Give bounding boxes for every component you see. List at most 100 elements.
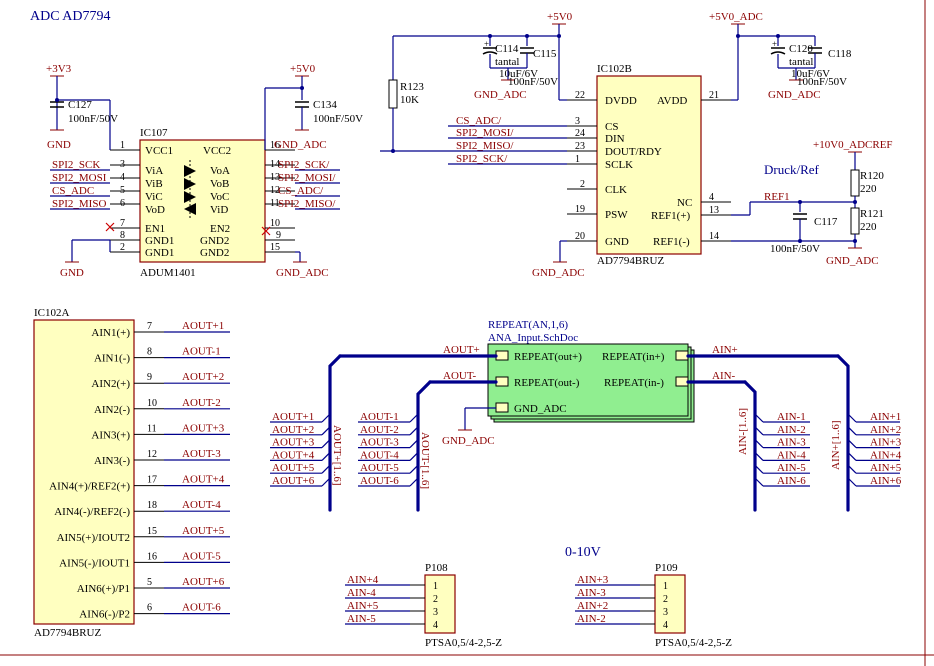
svg-text:+5V0: +5V0: [290, 63, 316, 75]
p108-net-label: AIN+4: [347, 574, 379, 586]
svg-text:ViD: ViD: [210, 204, 228, 216]
p108-net-label: AIN-5: [347, 613, 376, 625]
svg-text:SPI2_MISO/: SPI2_MISO/: [456, 140, 514, 152]
ic102a-pin-number: 18: [147, 500, 157, 511]
avdd-rail: +5V0_ADC + C120 tantal 10uF/6V C118 100n…: [709, 11, 852, 101]
svg-text:SCLK: SCLK: [605, 159, 633, 171]
ic102a-pin-name: AIN1(+): [91, 327, 130, 339]
svg-text:REF1(-): REF1(-): [653, 236, 690, 248]
svg-text:VoC: VoC: [210, 191, 229, 203]
svg-text:CS_ADC/: CS_ADC/: [456, 115, 502, 127]
svg-text:C118: C118: [828, 48, 852, 60]
bus-entry: [847, 426, 857, 436]
ic102a-net-label: AOUT+2: [182, 371, 224, 383]
svg-text:SPI2_MOSI/: SPI2_MOSI/: [278, 172, 336, 184]
bus-entry: [321, 477, 331, 487]
svg-text:AD7794BRUZ: AD7794BRUZ: [34, 627, 102, 639]
bus-entry: [754, 413, 764, 423]
svg-text:VCC2: VCC2: [203, 145, 231, 157]
p109-pin-number: 4: [663, 620, 668, 631]
bus-entry: [321, 439, 331, 449]
ic102a-net-label: AOUT+6: [182, 576, 225, 588]
svg-text:IC102A: IC102A: [34, 307, 70, 319]
svg-text:AD7794BRUZ: AD7794BRUZ: [597, 255, 665, 267]
p109-net-label: AIN-3: [577, 587, 606, 599]
druck-ref-label: Druck/Ref: [764, 162, 820, 177]
svg-text:C134: C134: [313, 99, 337, 111]
p109-pin-number: 3: [663, 607, 668, 618]
svg-text:5: 5: [120, 185, 125, 196]
ic107-left-nets: SPI2_SCK SPI2_MOSI CS_ADC SPI2_MISO: [50, 159, 110, 210]
svg-text:C117: C117: [814, 216, 838, 228]
bus-entry-label: AIN-6: [777, 475, 806, 487]
power-3v3: +3V3: [46, 63, 72, 75]
ic102a-pin-name: AIN4(-)/REF2(-): [54, 506, 130, 518]
r123: R123 10K: [388, 36, 424, 151]
sheet-title: ADC AD7794: [30, 9, 111, 24]
svg-text:C114: C114: [495, 43, 519, 55]
bus-entry-label: AIN+6: [870, 475, 902, 487]
svg-text:REPEAT(in+): REPEAT(in+): [602, 351, 665, 363]
bus-entry: [847, 451, 857, 461]
bus-entry-label: AOUT-3: [360, 437, 399, 449]
svg-text:100nF/50V: 100nF/50V: [68, 113, 118, 125]
svg-text:7: 7: [120, 218, 125, 229]
bus-entry-label: AIN-2: [777, 424, 806, 436]
svg-text:SPI2_SCK/: SPI2_SCK/: [278, 159, 330, 171]
bus-entry-label: AIN+4: [870, 449, 902, 461]
p109-pin-number: 1: [663, 581, 668, 592]
svg-text:P108: P108: [425, 562, 448, 574]
bus-entry: [409, 477, 419, 487]
svg-text:SPI2_MOSI/: SPI2_MOSI/: [456, 127, 514, 139]
isolation-arrows-icon: [184, 160, 196, 220]
bus-entry: [321, 464, 331, 474]
ic102a-pin-number: 17: [147, 475, 157, 486]
svg-text:SPI2_MOSI: SPI2_MOSI: [52, 172, 107, 184]
ic102a-pin-name: AIN3(+): [91, 429, 130, 441]
svg-text:C115: C115: [533, 48, 557, 60]
ic102a-pin-name: AIN2(-): [94, 404, 130, 416]
bus-entry: [754, 451, 764, 461]
svg-text:23: 23: [575, 141, 585, 152]
bus-entry-label: AIN-4: [777, 449, 806, 461]
svg-text:DOUT/RDY: DOUT/RDY: [605, 146, 662, 158]
bus-entry: [847, 477, 857, 487]
ic102a-pin-number: 11: [147, 423, 157, 434]
svg-text:SPI2_SCK/: SPI2_SCK/: [456, 153, 508, 165]
bus-entry: [409, 439, 419, 449]
bus-entry: [754, 477, 764, 487]
svg-text:GND_ADC: GND_ADC: [532, 267, 585, 279]
ic102a-pin-number: 16: [147, 551, 157, 562]
svg-text:AIN+[1..6]: AIN+[1..6]: [830, 420, 842, 470]
svg-text:IC102B: IC102B: [597, 63, 632, 75]
no-connect-icon: [105, 222, 115, 232]
svg-text:3: 3: [575, 116, 580, 127]
svg-text:CLK: CLK: [605, 184, 627, 196]
svg-text:GND_ADC: GND_ADC: [826, 255, 879, 267]
svg-text:GND1: GND1: [145, 247, 174, 259]
ic102a-net-label: AOUT-4: [182, 499, 221, 511]
svg-text:AOUT-: AOUT-: [443, 370, 477, 382]
ic102a-pin-number: 5: [147, 577, 152, 588]
ic102a-net-label: AOUT-6: [182, 602, 221, 614]
svg-text:AVDD: AVDD: [657, 95, 687, 107]
svg-text:10: 10: [270, 218, 280, 229]
ic102a-pin-name: AIN5(+)/IOUT2: [57, 532, 130, 544]
svg-text:R123: R123: [400, 81, 424, 93]
svg-text:DVDD: DVDD: [605, 95, 637, 107]
bus-entry: [321, 413, 331, 423]
svg-text:REPEAT(out-): REPEAT(out-): [514, 377, 580, 389]
p108-net-label: AIN+5: [347, 600, 379, 612]
ic107: IC107 ADUM1401 VCC1 ViA ViB ViC VoD EN1 …: [105, 127, 295, 279]
svg-text:REPEAT(out+): REPEAT(out+): [514, 351, 582, 363]
svg-text:22: 22: [575, 90, 585, 101]
ic102a-net-label: AOUT+4: [182, 474, 225, 486]
section-label: 0-10V: [565, 545, 601, 560]
svg-text:P109: P109: [655, 562, 678, 574]
svg-text:VCC1: VCC1: [145, 145, 173, 157]
ic102a-net-label: AOUT-2: [182, 397, 221, 409]
svg-text:VoA: VoA: [210, 165, 230, 177]
svg-text:REPEAT(AN,1,6): REPEAT(AN,1,6): [488, 319, 568, 331]
bus-entry-label: AIN+5: [870, 462, 902, 474]
